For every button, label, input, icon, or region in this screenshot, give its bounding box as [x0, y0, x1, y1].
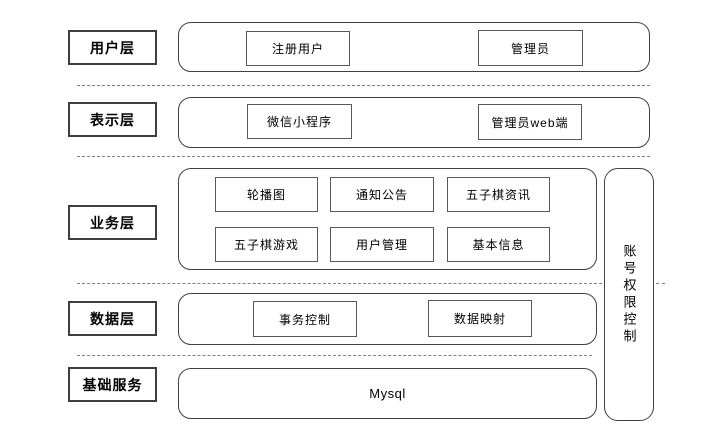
box-administrator: 管理员: [478, 30, 583, 66]
box-gomoku-news: 五子棋资讯: [447, 177, 550, 212]
layer-label-business: 业务层: [68, 205, 157, 240]
separator-data-base: [77, 355, 592, 356]
box-wechat-miniprogram: 微信小程序: [247, 104, 352, 139]
box-registered-user: 注册用户: [246, 31, 350, 66]
layer-label-presentation: 表示层: [68, 102, 157, 137]
box-notice-announcement: 通知公告: [330, 177, 434, 212]
separator-business-data-right-stub: [656, 283, 665, 284]
box-carousel: 轮播图: [215, 177, 318, 212]
layer-label-user: 用户层: [68, 30, 157, 65]
box-user-management: 用户管理: [330, 227, 434, 262]
box-transaction-control: 事务控制: [253, 301, 357, 337]
layer-label-base-service: 基础服务: [68, 367, 157, 402]
box-data-mapping: 数据映射: [428, 300, 532, 337]
base-service-container: [178, 368, 597, 419]
box-gomoku-game: 五子棋游戏: [215, 227, 318, 262]
separator-presentation-business: [77, 156, 650, 157]
separator-business-data: [77, 283, 602, 284]
account-permission-label: 账号权限控制: [621, 243, 637, 346]
data-layer-container: [178, 293, 597, 345]
mysql-label: Mysql: [369, 386, 406, 401]
layer-label-data: 数据层: [68, 301, 157, 336]
account-permission-panel: 账号权限控制: [604, 168, 654, 421]
box-basic-info: 基本信息: [447, 227, 550, 262]
separator-user-presentation: [77, 85, 650, 86]
box-admin-web: 管理员web端: [478, 104, 582, 140]
